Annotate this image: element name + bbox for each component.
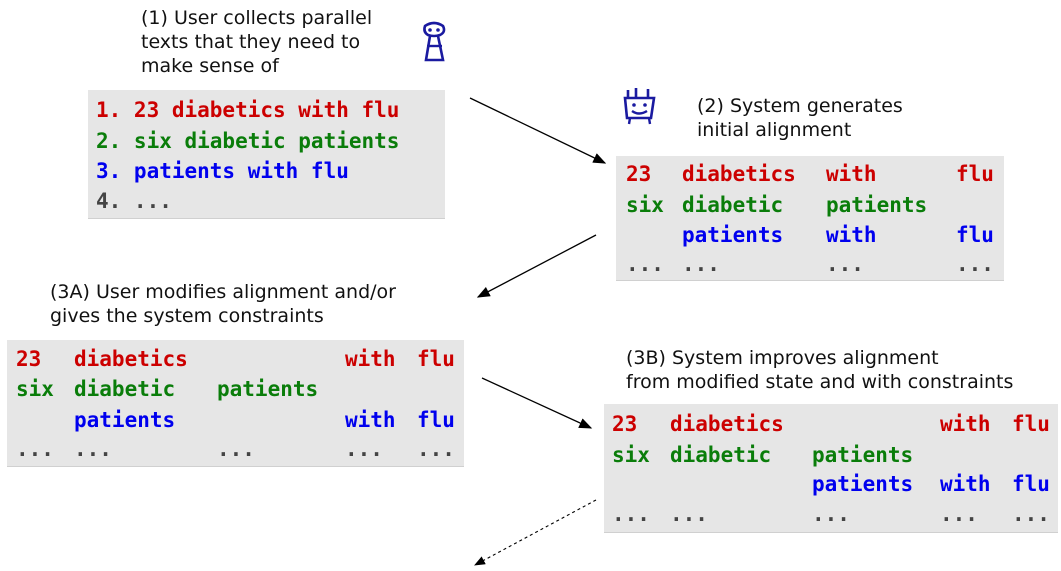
step2-alignment-box: 23 diabetics with flu six diabetic patie… [616,156,1004,281]
arrow-step1-to-step2 [469,97,607,164]
align-cell: six [16,377,54,401]
align-cell: flu [956,223,994,247]
parallel-text-2: 2. six diabetic patients [96,129,400,153]
align-cell: ... [670,502,708,526]
parallel-text-3: 3. patients with flu [96,159,349,183]
arrow-step3a-to-step3b [481,377,593,429]
step3a-alignment-box: 23 diabetics with flu six diabetic patie… [7,340,464,467]
align-cell: ... [74,437,112,461]
align-cell: flu [1012,412,1050,436]
align-cell: diabetic [670,443,772,467]
align-cell: ... [16,437,54,461]
step1-parallel-texts-box: 1. 23 diabetics with flu 2. six diabetic… [88,90,445,219]
align-cell: with [940,412,991,436]
align-cell: with [940,472,991,496]
align-cell: ... [345,437,383,461]
align-cell: ... [1012,502,1050,526]
align-cell: ... [626,252,664,276]
align-cell: ... [217,437,255,461]
align-cell: flu [417,408,455,432]
system-robot-icon [623,88,656,125]
align-cell: ... [612,502,650,526]
align-cell: with [345,347,396,371]
align-cell: patients [812,443,914,467]
align-cell: with [345,408,396,432]
align-cell: ... [940,502,978,526]
align-cell: 23 [16,347,42,371]
align-cell: diabetics [670,412,784,436]
align-cell: patients [74,408,176,432]
align-cell: diabetics [74,347,188,371]
align-cell: ... [682,252,720,276]
step3a-caption: (3A) User modifies alignment and/or give… [50,281,396,327]
arrow-step2-to-step3a [476,234,597,298]
align-cell: flu [1012,472,1050,496]
align-cell: diabetic [74,377,176,401]
user-icon [423,21,446,62]
align-cell: patients [682,223,784,247]
step3b-caption: (3B) System improves alignment from modi… [626,347,1014,393]
align-cell: patients [812,472,914,496]
align-cell: ... [417,437,455,461]
align-cell: six [612,443,650,467]
align-cell: flu [417,347,455,371]
align-cell: with [826,162,877,186]
align-cell: ... [956,252,994,276]
align-cell: patients [826,193,928,217]
align-cell: ... [826,252,864,276]
align-cell: with [826,223,877,247]
align-cell: flu [956,162,994,186]
align-cell: diabetic [682,193,784,217]
step1-caption: (1) User collects parallel texts that th… [141,7,373,77]
align-cell: patients [217,377,319,401]
step3b-alignment-box: 23 diabetics with flu six diabetic patie… [604,404,1058,533]
align-cell: diabetics [682,162,796,186]
align-cell: 23 [612,412,638,436]
align-cell: six [626,193,664,217]
parallel-text-4: 4. ... [96,189,172,213]
parallel-text-1: 1. 23 diabetics with flu [96,98,400,122]
step2-caption: (2) System generates initial alignment [697,95,903,141]
align-cell: ... [812,502,850,526]
align-cell: 23 [626,162,652,186]
arrow-step3b-continue-dashed [474,499,597,566]
